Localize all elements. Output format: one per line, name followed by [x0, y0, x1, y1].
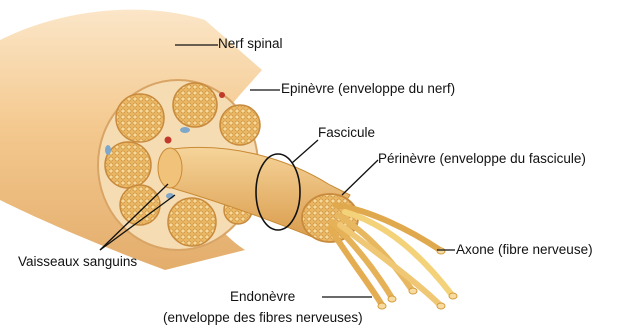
fascicle	[168, 198, 216, 246]
leader-perinevre	[342, 160, 378, 195]
fascicle	[120, 185, 160, 225]
vessel-red	[219, 92, 225, 98]
label-nerf-spinal: Nerf spinal	[218, 36, 283, 52]
axon-end	[378, 303, 386, 309]
vessel-blue	[105, 145, 111, 155]
axon-end	[388, 296, 396, 302]
label-endonevre-sub: (enveloppe des fibres nerveuses)	[163, 310, 363, 326]
leader-fascicule	[292, 140, 318, 163]
fascicle	[173, 83, 217, 127]
label-perinevre: Périnèvre (enveloppe du fascicule)	[378, 151, 586, 167]
vessel-blue	[180, 127, 190, 133]
axon-end	[437, 303, 445, 309]
label-vaisseaux: Vaisseaux sanguins	[18, 254, 137, 270]
fascicle	[105, 142, 151, 188]
vessel-red	[165, 137, 172, 144]
axon-end	[409, 288, 417, 294]
axon-fibers	[330, 205, 457, 309]
label-axone: Axone (fibre nerveuse)	[456, 242, 593, 258]
label-epinevre: Epinèvre (enveloppe du nerf)	[281, 81, 455, 97]
fascicle	[116, 94, 164, 142]
fascicle-origin	[158, 148, 182, 188]
fascicle	[220, 105, 260, 145]
axon-end	[437, 248, 445, 254]
label-endonevre: Endonèvre	[230, 289, 295, 305]
axon-end	[449, 293, 457, 299]
label-fascicule: Fascicule	[318, 125, 375, 141]
